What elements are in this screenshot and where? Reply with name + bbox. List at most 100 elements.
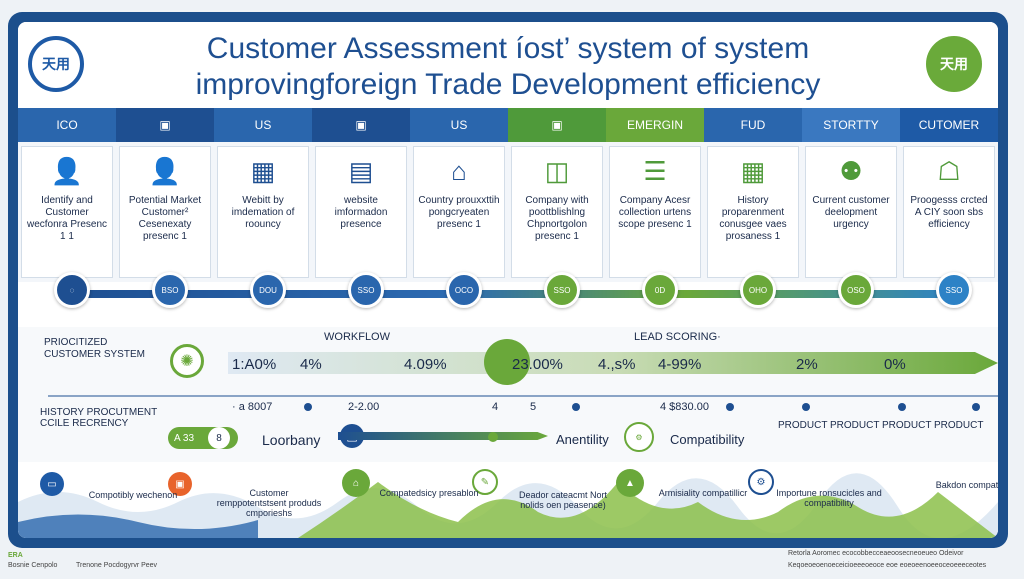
- card-icon-9: ☖: [937, 155, 961, 186]
- small-value-4: 4 $830.00: [660, 401, 709, 413]
- score-value-3: 23.00%: [512, 356, 563, 373]
- nav-tab-8[interactable]: STORTTY: [802, 108, 900, 142]
- card-text-7: History proparenment conusgee vaes prosa…: [719, 195, 787, 242]
- gear-icon: ⚙: [748, 469, 774, 495]
- footer-right-line1: Retorla Aoromec ecocobbecceaeoosecneoeue…: [788, 550, 964, 557]
- footer-left-text-2: Trenone Pocdogyrvr Peev: [76, 562, 158, 569]
- score-value-1: 4%: [300, 356, 322, 373]
- card-icon-7: ▦: [740, 155, 766, 186]
- card-icon-8: ⚉: [839, 155, 863, 186]
- leaf-icon-2: ✎: [472, 469, 498, 495]
- globe-logo-left: 天用: [28, 36, 84, 92]
- workflow-label: WORKFLOW: [324, 331, 390, 343]
- timeline-pin-6[interactable]: 0D: [642, 272, 678, 308]
- card-icon-3: ▤: [348, 155, 374, 186]
- title-line-2: improvingforeign Trade Development effic…: [195, 68, 821, 101]
- product-label-2: PRODUCT: [882, 420, 932, 431]
- row2-arrow: [338, 432, 548, 440]
- row2-right-text: Compatibility: [670, 432, 745, 447]
- card-icon-0: 👤: [50, 155, 84, 186]
- step-card-8: ⚉ Current customer deelopment urgency: [805, 146, 897, 278]
- row2-label: HISTORY PROCUTMENT CCILE RECRENCY: [40, 407, 158, 429]
- timeline-pin-1[interactable]: BSO: [152, 272, 188, 308]
- divider-dot-1: [572, 403, 580, 411]
- step-card-9: ☖ Proogesss crcted A CIY soon sbs efficie…: [903, 146, 995, 278]
- product-label-0: PRODUCT: [778, 420, 828, 431]
- step-card-3: ▤ website imformadon presence: [315, 146, 407, 278]
- step-card-2: ▦Webitt by imdemation of roouncy: [217, 146, 309, 278]
- step-card-7: ▦ History proparenment conusgee vaes pros…: [707, 146, 799, 278]
- timeline-pin-0[interactable]: ◌: [54, 272, 90, 308]
- card-icon-5: ◫: [544, 155, 570, 186]
- score-value-0: 1:A0%: [232, 356, 277, 373]
- divider-dot-2: [726, 403, 734, 411]
- timeline-pin-5[interactable]: SSO: [544, 272, 580, 308]
- footer-right-line2: Keqoeoeoenoeceicioeeeoeoce eoe eoeoeenoe…: [788, 562, 987, 569]
- nav-tab-3[interactable]: ▣: [312, 108, 410, 142]
- product-label-3: PRODUCT: [934, 420, 984, 431]
- bottom-caption-5: Importune ronsucicles and compatibility: [776, 488, 882, 508]
- step-cards: 👤 Identify and Customer wecfonra Presenc …: [18, 142, 998, 282]
- nav-tab-9[interactable]: CUTOMER: [900, 108, 998, 142]
- footer-logo: ERA: [8, 552, 23, 559]
- row2-dot: [488, 432, 498, 442]
- globe-logo-right: 天用: [926, 36, 982, 92]
- score-value-2: 4.09%: [404, 356, 447, 373]
- nav-tab-6[interactable]: EMERGIN: [606, 108, 704, 142]
- chat-icon: ▣: [168, 472, 192, 496]
- card-text-0: Identify and Customer wecfonra Presenc 1…: [26, 195, 108, 242]
- timeline-pin-8[interactable]: OSO: [838, 272, 874, 308]
- monitor-icon: ▭: [40, 472, 64, 496]
- small-value-3: 5: [530, 401, 537, 413]
- bottom-caption-4: Armisiality compatillicr: [658, 488, 748, 498]
- divider-dot-5: [972, 403, 980, 411]
- mountain-icon: ▲: [616, 469, 644, 497]
- divider-line: [48, 395, 998, 397]
- bottom-caption-0: Compotibly wechenon: [88, 490, 178, 500]
- title-line-1: Customer Assessment íost’ system of syst…: [206, 32, 810, 65]
- row1-label: PRIOCITIZED CUSTOMER SYSTEM: [44, 337, 145, 360]
- nav-tab-5[interactable]: ▣: [508, 108, 606, 142]
- score-value-7: 0%: [884, 356, 906, 373]
- seal-icon: ⚙: [624, 422, 654, 452]
- bottom-caption-2: Compatedsicy presablon: [379, 488, 479, 498]
- card-text-9: Proogesss crcted A CIY soon sbs efficien…: [910, 195, 988, 230]
- divider-dot-0: [304, 403, 312, 411]
- card-text-6: Company Acesr collection urtens scope pr…: [618, 195, 692, 230]
- small-value-2: 4: [492, 401, 499, 413]
- timeline-pin-3[interactable]: SSO: [348, 272, 384, 308]
- nav-tab-1[interactable]: ▣: [116, 108, 214, 142]
- score-value-6: 2%: [796, 356, 818, 373]
- award-icon: ✺: [170, 344, 204, 378]
- small-value-0: · a 8007: [232, 401, 273, 413]
- row2-badge-text: A 33: [174, 432, 195, 444]
- lead-scoring-label: LEAD SCORING·: [634, 331, 721, 343]
- timeline-pin-2[interactable]: DOU: [250, 272, 286, 308]
- timeline-pin-7[interactable]: OHO: [740, 272, 776, 308]
- footer-left-text: Bosnie Cenpolo: [8, 562, 58, 569]
- nav-tab-0[interactable]: ICO: [18, 108, 116, 142]
- scoring-arrow: [228, 352, 998, 374]
- card-text-3: website imformadon presence: [334, 195, 388, 230]
- progress-track: [56, 290, 956, 298]
- nav-tab-7[interactable]: FUD: [704, 108, 802, 142]
- step-card-6: ☰Company Acesr collection urtens scope p…: [609, 146, 701, 278]
- small-value-1: 2-2.00: [348, 401, 380, 413]
- divider-dot-3: [802, 403, 810, 411]
- step-card-4: ⌂Country prouxxttih pongcryeaten presenc…: [413, 146, 505, 278]
- card-icon-2: ▦: [250, 155, 276, 186]
- timeline-pin-9[interactable]: SSO: [936, 272, 972, 308]
- timeline-pin-4[interactable]: OCO: [446, 272, 482, 308]
- header: 天用 Customer Assessment íost’ system of s…: [18, 22, 998, 108]
- bottom-caption-6: Bakdon compation: [935, 480, 998, 490]
- nav-tab-4[interactable]: US: [410, 108, 508, 142]
- bottom-caption-1: Customer remppotentstsent produds cmpori…: [216, 488, 322, 518]
- score-value-5: 4-99%: [658, 356, 702, 373]
- card-text-8: Current customer deelopment urgency: [812, 195, 890, 230]
- score-marker: [484, 339, 530, 385]
- row2-left-text: Loorbany: [262, 432, 321, 448]
- nav-tab-2[interactable]: US: [214, 108, 312, 142]
- leaf-icon-1: ⌂: [342, 469, 370, 497]
- infographic-panel: 天用 Customer Assessment íost’ system of s…: [18, 22, 998, 538]
